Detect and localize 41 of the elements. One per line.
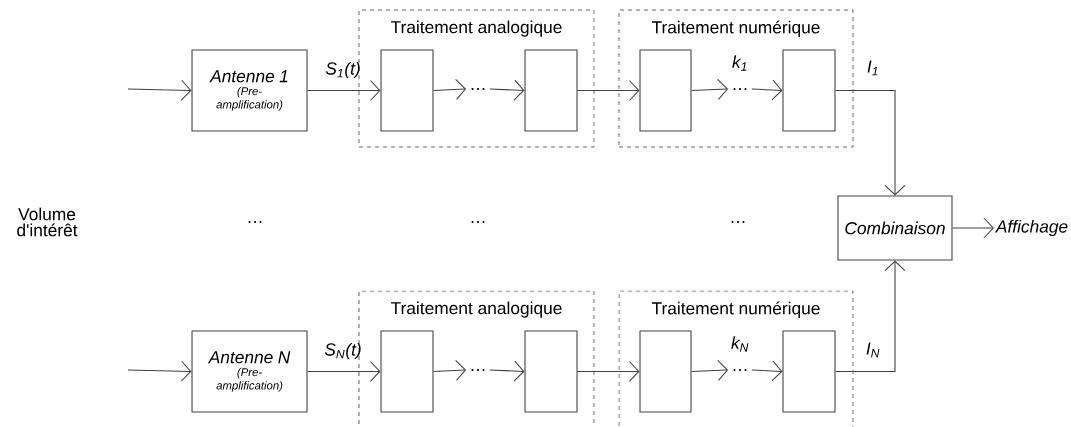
output-text: Affichage [995,219,1068,237]
process-box [639,330,692,413]
arrow [127,360,192,382]
edge-label: I$_{1}$ [867,60,878,76]
arrow [307,79,381,102]
arrow [307,360,381,383]
process-box [782,49,836,132]
antenna-box: Antenne 1 (Pre-amplification) [191,49,308,132]
arrow [433,78,467,100]
arrow [751,360,783,382]
ellipsis: … [731,221,745,223]
edge-label: S$_{N}$(t) [324,342,361,360]
ellipsis: … [248,221,262,223]
edge-label: I$_{N}$ [866,342,880,358]
ellipsis: … [471,221,485,223]
ellipsis: … [471,88,485,90]
process-box [524,330,578,413]
arrow [577,79,640,102]
antenna-box: Antenne N (Pre-amplification) [191,330,308,413]
process-box: Combinaison [837,195,953,261]
process-box [380,330,434,413]
ellipsis: … [471,369,485,371]
side-label: Volume d'intérêt [17,207,78,237]
arrow [751,79,783,101]
arrow [433,359,467,381]
arrow [835,260,906,373]
arrow [835,89,906,196]
arrow [691,78,729,100]
arrow [127,79,192,101]
arrow [691,359,729,381]
ellipsis: … k$_{1}$ [732,55,747,90]
arrow [577,360,640,383]
process-box [380,49,434,132]
arrow [489,360,525,382]
process-box [639,49,692,132]
ellipsis: … k$_{N}$ [731,336,749,371]
arrow [952,217,994,239]
edge-label: S$_{1}$(t) [325,61,360,79]
arrow [489,79,525,101]
process-box [782,330,836,413]
process-box [524,49,578,132]
